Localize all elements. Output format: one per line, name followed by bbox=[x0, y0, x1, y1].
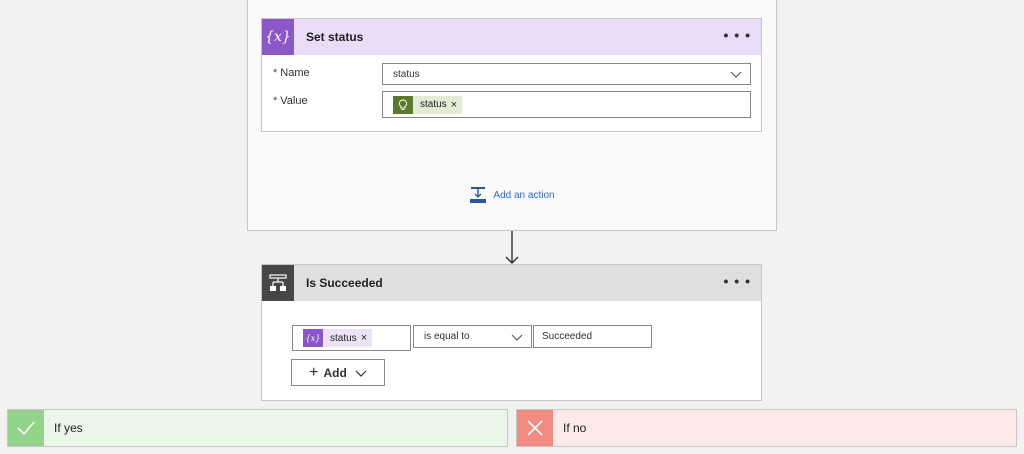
condition-right-value: Succeeded bbox=[542, 331, 593, 342]
cross-icon bbox=[517, 410, 553, 446]
add-action-icon bbox=[470, 187, 487, 203]
name-dropdown-value: status bbox=[393, 68, 420, 80]
condition-card[interactable]: Is Succeeded • • • {x} status × is equal… bbox=[261, 264, 762, 401]
remove-token-icon[interactable]: × bbox=[450, 98, 458, 111]
remove-token-icon[interactable]: × bbox=[360, 332, 368, 344]
operator-value: is equal to bbox=[424, 331, 470, 342]
if-no-label: If no bbox=[563, 421, 587, 435]
name-dropdown[interactable]: status bbox=[382, 63, 751, 85]
chevron-down-icon bbox=[511, 334, 523, 341]
plus-icon: + bbox=[309, 363, 319, 381]
condition-title: Is Succeeded bbox=[306, 276, 383, 290]
set-status-title: Set status bbox=[306, 30, 364, 44]
add-action-link[interactable]: Add an action bbox=[248, 180, 776, 210]
condition-left-token-label: status bbox=[330, 332, 357, 344]
check-icon bbox=[8, 410, 44, 446]
condition-right-input[interactable]: Succeeded bbox=[533, 325, 652, 348]
more-options-icon[interactable]: • • • bbox=[723, 27, 751, 43]
if-no-branch[interactable]: If no bbox=[516, 409, 1017, 447]
value-field[interactable]: status × bbox=[382, 91, 751, 118]
add-action-label: Add an action bbox=[493, 189, 555, 201]
add-condition-button[interactable]: + Add bbox=[291, 359, 385, 386]
condition-header[interactable]: Is Succeeded • • • bbox=[262, 265, 761, 301]
if-yes-branch[interactable]: If yes bbox=[7, 409, 508, 447]
name-label: *Name bbox=[273, 67, 310, 79]
condition-icon bbox=[262, 265, 294, 301]
lightbulb-icon bbox=[393, 95, 413, 114]
variable-icon: {x} bbox=[303, 329, 323, 347]
more-options-icon[interactable]: • • • bbox=[723, 273, 751, 289]
variable-icon: {x} bbox=[262, 19, 294, 55]
condition-left-token[interactable]: {x} status × bbox=[303, 329, 373, 347]
operator-dropdown[interactable]: is equal to bbox=[413, 325, 532, 348]
chevron-down-icon bbox=[355, 370, 367, 377]
value-token-label: status bbox=[420, 99, 447, 110]
if-yes-label: If yes bbox=[54, 421, 83, 435]
add-condition-label: Add bbox=[323, 365, 347, 380]
condition-left-field[interactable]: {x} status × bbox=[292, 325, 411, 351]
connector-arrow-middle bbox=[505, 231, 519, 264]
chevron-down-icon bbox=[730, 71, 742, 78]
value-label: *Value bbox=[273, 95, 308, 107]
value-token[interactable]: status × bbox=[393, 95, 463, 114]
set-status-card[interactable]: {x} Set status • • • *Name status *Value… bbox=[261, 18, 762, 132]
set-status-header[interactable]: {x} Set status • • • bbox=[262, 19, 761, 55]
